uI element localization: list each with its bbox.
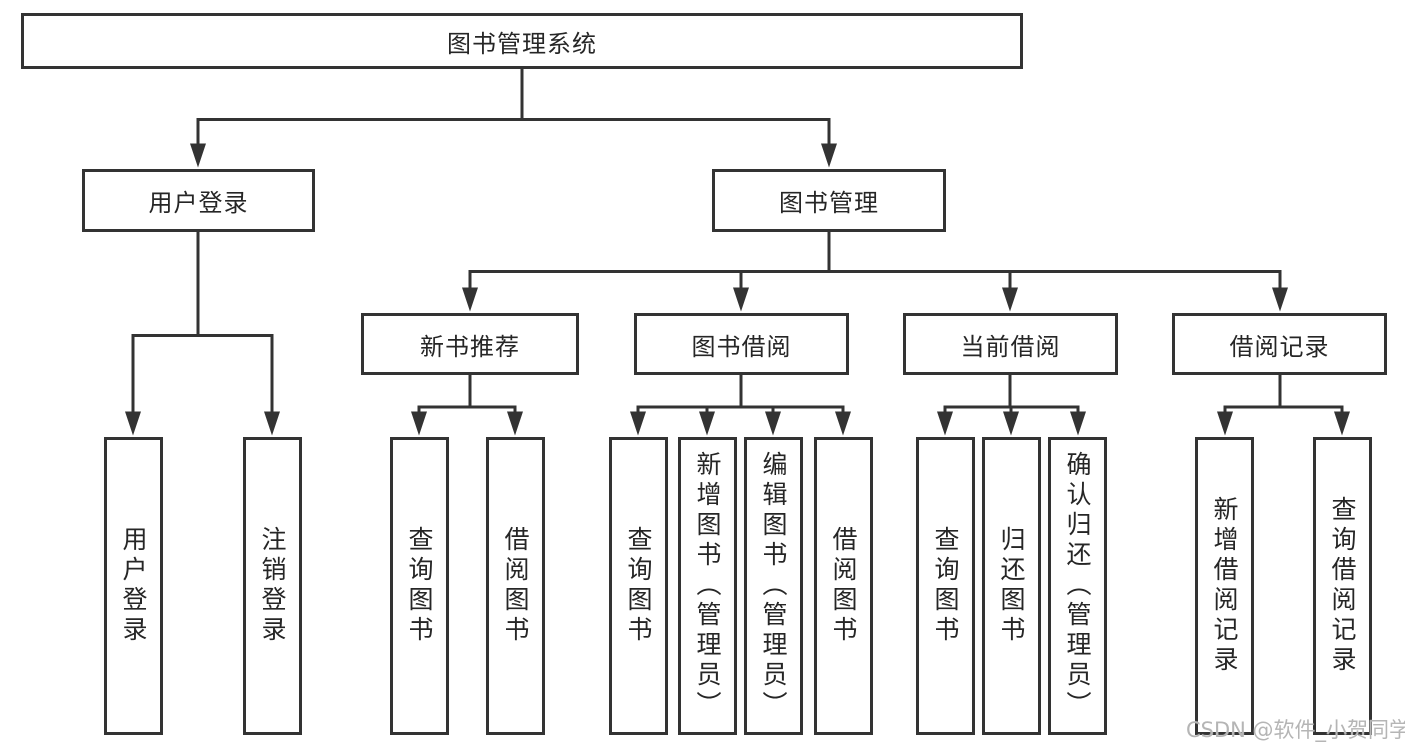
leaf-current-query-books: 查询图书: [916, 437, 975, 735]
arrowhead-icon: [1334, 411, 1350, 436]
leaf-newbook-borrow-books: 借阅图书: [486, 437, 545, 735]
leaf-records-query-record: 查询借阅记录: [1313, 437, 1372, 735]
node-current-borrow-label: 当前借阅: [960, 332, 1061, 361]
node-book-management: 图书管理: [712, 169, 946, 232]
arrowhead-icon: [1070, 411, 1086, 436]
arrowhead-icon: [1217, 411, 1233, 436]
leaf-current-confirm-return-admin: 确认归还（管理员）: [1048, 437, 1107, 735]
arrowhead-icon: [264, 411, 280, 436]
leaf-borrow-edit-books-admin: 编辑图书（管理员）: [744, 437, 803, 735]
arrowhead-icon: [1002, 287, 1018, 312]
arrowhead-icon: [462, 287, 478, 312]
leaf-newbook-borrow-books-label: 借阅图书: [501, 526, 530, 646]
leaf-logout-label: 注销登录: [258, 526, 287, 646]
node-book-borrow-label: 图书借阅: [691, 332, 792, 361]
connector-records-to-leaves: [1217, 375, 1350, 436]
arrowhead-icon: [835, 411, 851, 436]
connector-current-to-leaves: [937, 375, 1086, 436]
connector-root-to-level2: [190, 69, 837, 168]
arrowhead-icon: [411, 411, 427, 436]
node-root: 图书管理系统: [21, 13, 1023, 69]
leaf-current-return-books-label: 归还图书: [997, 526, 1026, 646]
arrowhead-icon: [1272, 287, 1288, 312]
node-book-management-label: 图书管理: [779, 189, 879, 217]
leaf-borrow-query-books: 查询图书: [609, 437, 668, 735]
node-current-borrow: 当前借阅: [903, 313, 1118, 375]
node-new-book-recommend-label: 新书推荐: [420, 332, 520, 361]
leaf-current-return-books: 归还图书: [982, 437, 1041, 735]
arrowhead-icon: [125, 411, 141, 436]
connector-borrow-to-leaves: [630, 375, 851, 436]
leaf-current-query-books-label: 查询图书: [931, 526, 960, 646]
leaf-records-add-record: 新增借阅记录: [1195, 437, 1254, 735]
leaf-borrow-borrow-books-label: 借阅图书: [829, 526, 858, 646]
leaf-borrow-borrow-books: 借阅图书: [814, 437, 873, 735]
connector-bookmgmt-to-level3: [462, 232, 1288, 312]
arrowhead-icon: [507, 411, 523, 436]
arrowhead-icon: [821, 143, 837, 168]
watermark: CSDN @软件_小贺同学: [1186, 718, 1405, 742]
node-borrow-records-label: 借阅记录: [1229, 332, 1330, 361]
arrowhead-icon: [733, 287, 749, 312]
arrowhead-icon: [699, 411, 715, 436]
leaf-current-confirm-return-admin-label: 确认归还（管理员）: [1063, 451, 1092, 721]
arrowhead-icon: [937, 411, 953, 436]
node-book-borrow: 图书借阅: [634, 313, 849, 375]
node-borrow-records: 借阅记录: [1172, 313, 1387, 375]
leaf-user-login: 用户登录: [104, 437, 163, 735]
arrowhead-icon: [765, 411, 781, 436]
connector-newbook-to-leaves: [411, 375, 523, 436]
node-user-login-label: 用户登录: [148, 189, 249, 217]
leaf-records-add-record-label: 新增借阅记录: [1210, 496, 1239, 676]
leaf-newbook-query-books-label: 查询图书: [405, 526, 434, 646]
connector-userlogin-to-leaves: [125, 232, 280, 436]
leaf-borrow-add-books-admin: 新增图书（管理员）: [678, 437, 737, 735]
node-user-login: 用户登录: [82, 169, 315, 232]
leaf-records-query-record-label: 查询借阅记录: [1328, 496, 1357, 676]
leaf-borrow-edit-books-admin-label: 编辑图书（管理员）: [759, 451, 788, 721]
leaf-newbook-query-books: 查询图书: [390, 437, 449, 735]
node-new-book-recommend: 新书推荐: [361, 313, 579, 375]
leaf-borrow-add-books-admin-label: 新增图书（管理员）: [693, 451, 722, 721]
leaf-borrow-query-books-label: 查询图书: [624, 526, 653, 646]
arrowhead-icon: [1003, 411, 1019, 436]
arrowhead-icon: [190, 143, 206, 168]
leaf-user-login-label: 用户登录: [119, 526, 148, 646]
leaf-logout: 注销登录: [243, 437, 302, 735]
node-root-label: 图书管理系统: [447, 29, 597, 58]
arrowhead-icon: [630, 411, 646, 436]
